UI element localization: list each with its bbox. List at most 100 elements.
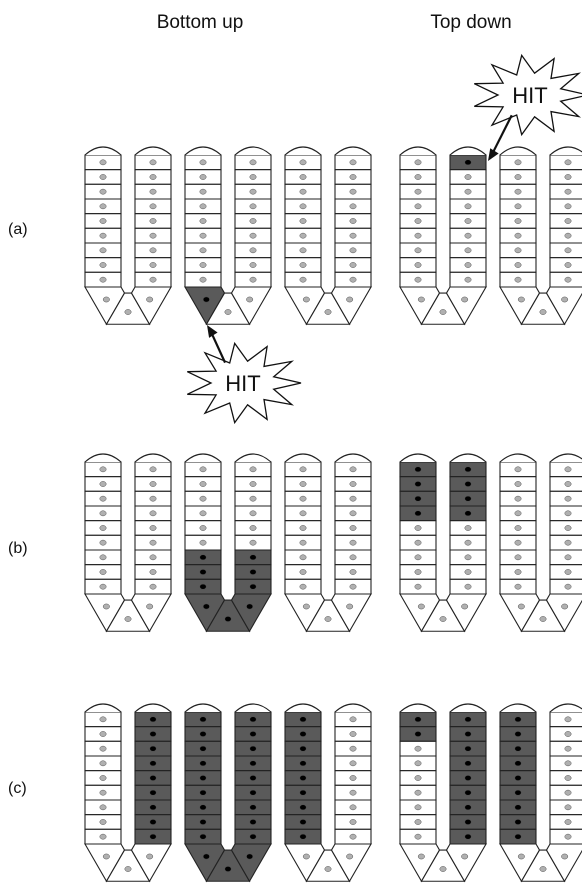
- nucleus: [349, 203, 357, 210]
- nucleus-affected: [199, 716, 207, 723]
- nucleus-affected: [199, 569, 207, 575]
- nucleus: [349, 510, 357, 517]
- nucleus: [564, 819, 572, 825]
- nucleus-affected: [464, 775, 472, 781]
- nucleus: [564, 203, 572, 210]
- nucleus: [299, 218, 307, 224]
- nucleus: [99, 276, 107, 283]
- nucleus: [199, 481, 207, 487]
- nucleus: [346, 853, 354, 860]
- nucleus-affected: [514, 804, 522, 811]
- nucleus: [349, 569, 357, 575]
- nucleus: [199, 525, 207, 531]
- nucleus-affected: [414, 510, 422, 517]
- nucleus: [349, 495, 357, 502]
- nucleus-affected: [246, 603, 254, 610]
- nucleus-affected: [149, 760, 157, 767]
- villus-tip: [134, 453, 172, 463]
- nucleus: [99, 745, 107, 752]
- nucleus: [564, 775, 572, 781]
- nucleus: [99, 232, 107, 239]
- nucleus-affected: [199, 789, 207, 796]
- nucleus: [299, 276, 307, 283]
- villus-tip: [499, 703, 537, 713]
- nucleus: [99, 481, 107, 487]
- nucleus-affected: [299, 716, 307, 723]
- nucleus: [324, 616, 332, 622]
- nucleus: [349, 833, 357, 840]
- nucleus: [249, 481, 257, 487]
- nucleus: [249, 539, 257, 546]
- nucleus-affected: [414, 731, 422, 737]
- nucleus: [99, 569, 107, 575]
- nucleus: [99, 203, 107, 210]
- nucleus: [249, 525, 257, 531]
- nucleus-affected: [249, 775, 257, 781]
- nucleus: [514, 554, 522, 561]
- column-header-bottom-up: Bottom up: [157, 12, 244, 33]
- nucleus: [414, 188, 422, 195]
- nucleus-affected: [299, 760, 307, 767]
- nucleus: [149, 276, 157, 283]
- nucleus: [99, 510, 107, 517]
- nucleus: [514, 276, 522, 283]
- nucleus: [414, 554, 422, 561]
- nucleus: [199, 539, 207, 546]
- nucleus: [149, 525, 157, 531]
- nucleus: [99, 833, 107, 840]
- nucleus-affected: [199, 804, 207, 811]
- nucleus: [99, 731, 107, 737]
- nucleus: [349, 159, 357, 166]
- nucleus: [564, 539, 572, 546]
- nucleus-affected: [224, 866, 232, 872]
- nucleus: [149, 262, 157, 268]
- nucleus: [464, 583, 472, 590]
- nucleus-affected: [249, 804, 257, 811]
- hit-arrow: [490, 114, 513, 157]
- nucleus: [564, 789, 572, 796]
- nucleus-affected: [514, 775, 522, 781]
- nucleus: [349, 731, 357, 737]
- nucleus: [299, 247, 307, 254]
- nucleus: [414, 819, 422, 825]
- nucleus-affected: [464, 466, 472, 473]
- nucleus: [99, 188, 107, 195]
- nucleus-affected: [202, 853, 210, 860]
- nucleus: [249, 232, 257, 239]
- nucleus: [249, 510, 257, 517]
- nucleus-affected: [149, 716, 157, 723]
- nucleus-affected: [249, 789, 257, 796]
- nucleus-affected: [249, 716, 257, 723]
- nucleus: [564, 745, 572, 752]
- nucleus: [199, 203, 207, 210]
- nucleus: [346, 603, 354, 610]
- nucleus: [302, 296, 310, 303]
- villus-tip: [399, 146, 437, 156]
- nucleus-affected: [464, 481, 472, 487]
- villus-tip: [284, 146, 322, 156]
- nucleus: [564, 481, 572, 487]
- nucleus: [299, 174, 307, 180]
- nucleus-affected: [199, 775, 207, 781]
- nucleus: [564, 232, 572, 239]
- nucleus-affected: [414, 495, 422, 502]
- nucleus: [464, 218, 472, 224]
- nucleus: [514, 262, 522, 268]
- villus-tip: [549, 146, 582, 156]
- nucleus: [349, 804, 357, 811]
- nucleus: [102, 296, 110, 303]
- nucleus-affected: [514, 731, 522, 737]
- nucleus: [102, 853, 110, 860]
- nucleus: [249, 188, 257, 195]
- nucleus-affected: [464, 760, 472, 767]
- nucleus-affected: [199, 731, 207, 737]
- villus-tip: [284, 703, 322, 713]
- nucleus: [514, 583, 522, 590]
- nucleus: [564, 833, 572, 840]
- nucleus: [514, 525, 522, 531]
- nucleus: [349, 247, 357, 254]
- nucleus: [564, 569, 572, 575]
- nucleus: [464, 188, 472, 195]
- nucleus: [99, 789, 107, 796]
